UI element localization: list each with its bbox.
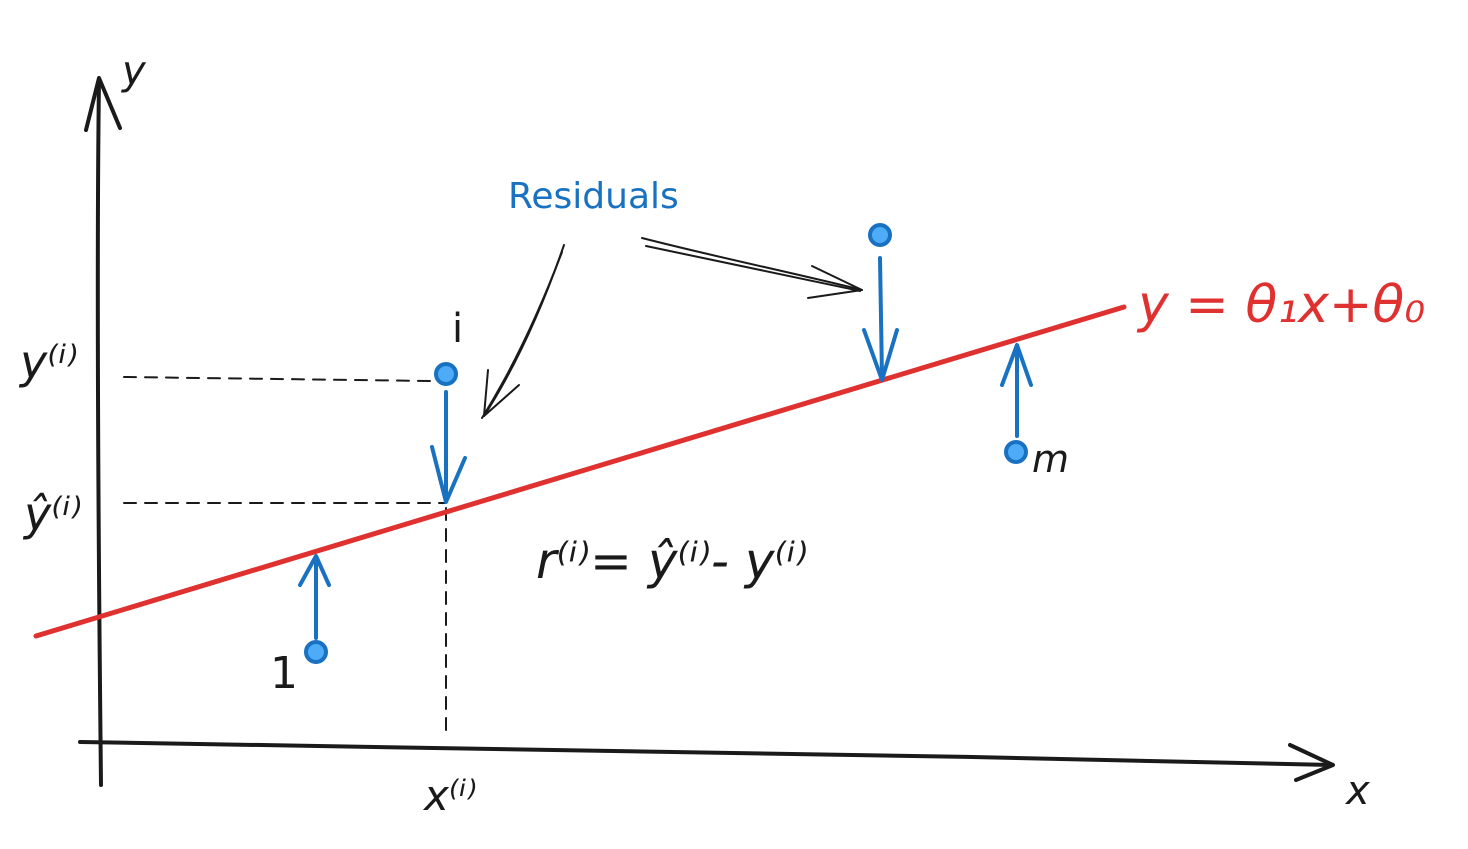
x-axis-label: x (1344, 768, 1370, 814)
dashed-guides (123, 376, 447, 736)
data-point-3 (868, 223, 892, 247)
y-axis (84, 76, 122, 787)
data-point-1 (304, 640, 328, 664)
x-i-label: x⁽ⁱ⁾ (422, 771, 477, 820)
x-axis (78, 740, 1335, 782)
point-label-1: 1 (270, 648, 298, 699)
y-axis-label: y (121, 48, 147, 94)
residuals-callout-arrows (481, 237, 863, 419)
callout-arrow-right (641, 237, 863, 291)
point-label-m: m (1032, 437, 1069, 481)
regression-line (33, 304, 1127, 639)
residuals-label: Residuals (508, 176, 679, 217)
yhat-i-label: ŷ⁽ⁱ⁾ (22, 487, 82, 541)
y-i-guide (123, 376, 433, 382)
data-point-i (434, 362, 458, 386)
callout-arrow-left (483, 244, 565, 417)
residual-formula: r⁽ⁱ⁾= ŷ⁽ⁱ⁾- y⁽ⁱ⁾ (536, 532, 808, 590)
data-points (304, 223, 1028, 664)
point-label-i: i (452, 306, 463, 352)
y-i-label: y⁽ⁱ⁾ (18, 335, 78, 389)
residual-arrow-i (430, 390, 467, 504)
residual-arrow-1 (298, 554, 331, 640)
residual-arrows (298, 256, 1033, 640)
residual-arrow-m (1000, 343, 1033, 438)
data-point-m (1004, 440, 1028, 464)
residual-arrow-3 (862, 256, 899, 382)
line-equation: y = θ₁x+θ₀ (1136, 275, 1425, 335)
